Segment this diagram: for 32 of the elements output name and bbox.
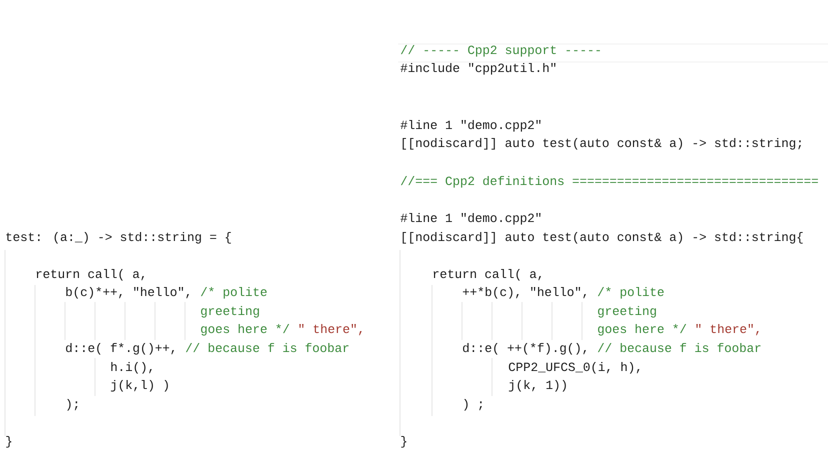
code-line: } [401,436,406,448]
code-line: // because f is foobar [598,342,760,352]
code-line: [[nodiscard]] auto test(auto const& a) -> std::string; [402,138,801,150]
code-line: b(c)*++, "hello", [66,286,189,299]
code-line: d::e( ++(*f).g(), [463,342,586,355]
code-line: " there", [696,324,759,336]
code-line: " there", [299,324,362,336]
code-line: greeting [598,306,656,318]
code-line: j(k, 1)) [508,380,566,392]
code-line: #line 1 "demo.cpp2" [400,120,540,132]
code-line: return call( a, [36,268,144,281]
code-line: //=== Cpp2 definitions ================================= [400,176,818,188]
code-line: // because f is foobar [186,342,348,352]
code-line: greeting [201,306,259,318]
code-line: h.i(), [111,362,152,374]
code-line: goes here */ [201,324,290,336]
code-line: } [6,436,12,448]
code-line: /* polite [200,286,267,299]
code-line: ++*b(c), "hello", [462,286,586,299]
code-line: [[nodiscard]] auto test(auto const& a) -> std::string{ [402,232,803,244]
code-line: ); [67,398,78,411]
code-line: d::e( f*.g()++, [66,342,174,355]
code-line: j(k,l) ) [110,380,168,392]
code-line: ) ; [464,398,482,411]
code-line: CPP2_UFCS_0(i, h), [508,362,640,374]
code-line: #line 1 "demo.cpp2" [400,212,540,225]
code-line: goes here */ [598,324,686,336]
code-line: /* polite [598,286,664,299]
code-line: return call( a, [434,268,542,281]
code-line: #include "cpp2util.h" [400,62,556,75]
code-line: test: (a:_) -> std::string = { [6,232,231,244]
code-line: // ----- Cpp2 support ----- [400,44,600,57]
